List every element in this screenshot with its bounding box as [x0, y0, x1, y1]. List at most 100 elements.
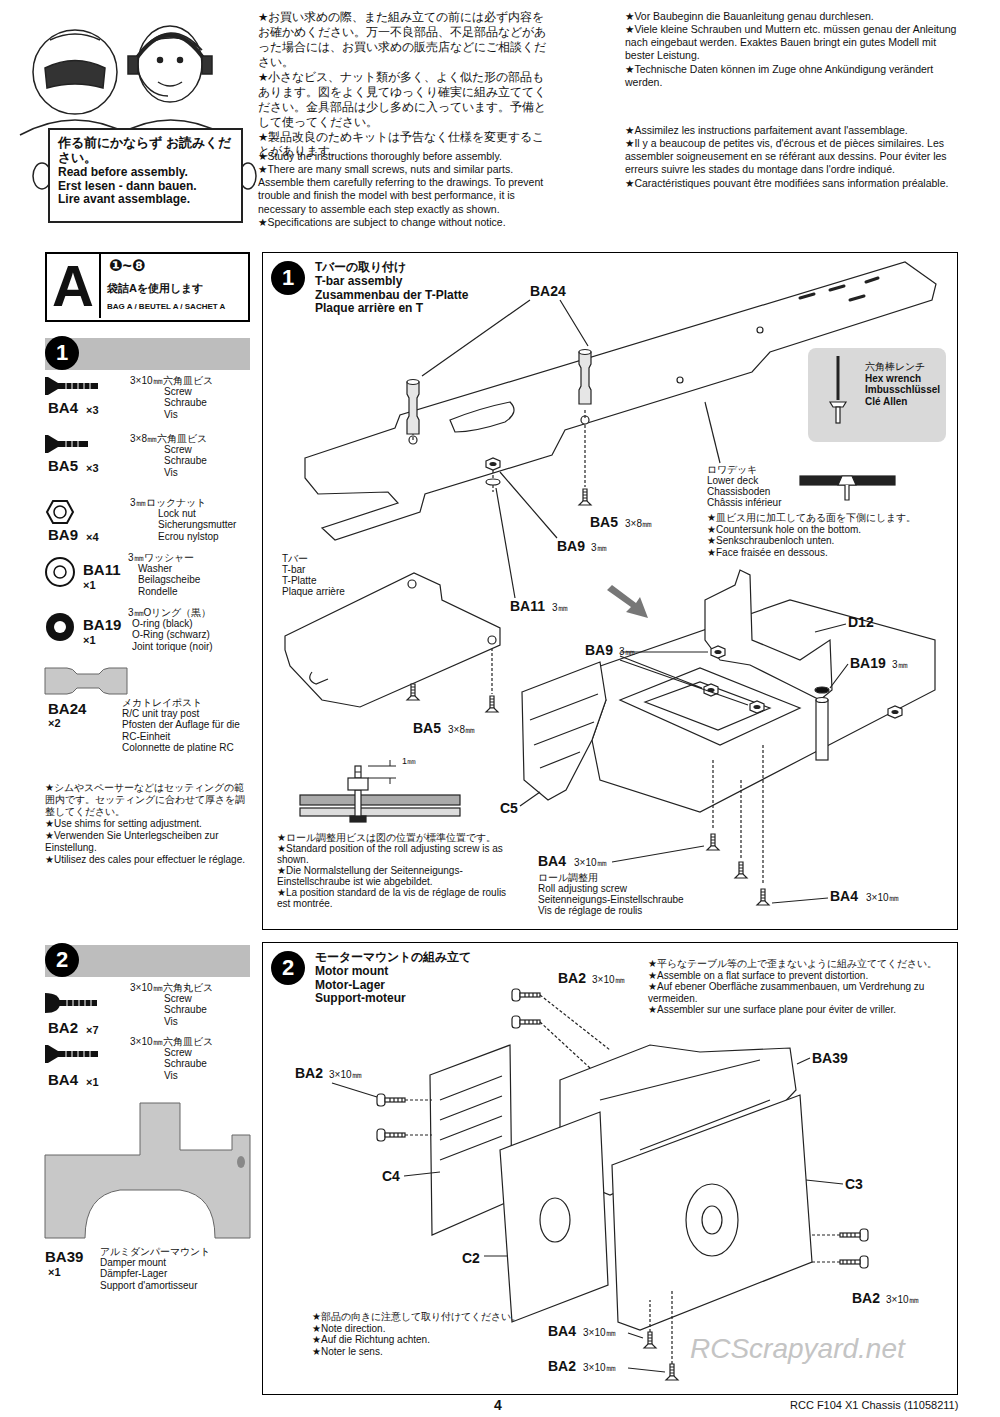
note-text: ★Standard position of the roll adjusting…	[277, 843, 519, 865]
part-icons	[237, 1156, 245, 1168]
text-column: アルミダンパーマウントDamper mountDämpfer-LagerSupp…	[100, 1246, 250, 1291]
text-column: ★Assimilez les instructions parfaitement…	[625, 124, 960, 190]
note-text: Rondelle	[138, 586, 250, 597]
notice-sign: 作る前にかならず お読みください。Read before assembly.Er…	[48, 128, 243, 223]
note-text: 3×10㎜六角皿ビス	[130, 1036, 250, 1047]
part-label: 1㎜	[402, 756, 416, 766]
text-stack: モーターマウントの組み立てMotor mountMotor-LagerSuppo…	[315, 951, 575, 1006]
text-column: 3㎜ワッシャーWasherBeilagscheibeRondelle	[128, 552, 250, 597]
part-label: 3×8㎜	[625, 518, 652, 530]
part-label: BA11	[510, 598, 545, 614]
text-column: 3×10㎜六角皿ビスScrewSchraubeVis	[130, 1036, 250, 1081]
note-text: Plaque arrière	[282, 586, 382, 597]
part-label: C2	[462, 1250, 480, 1266]
note-text: Lower deck	[707, 475, 795, 486]
step1-drawing	[645, 682, 770, 730]
step-number: 1	[271, 261, 305, 295]
text-column: 3×10㎜六角皿ビスScrewSchraubeVis	[130, 375, 250, 420]
part-label: 3×10㎜	[866, 892, 899, 904]
note-text: O-Ring (schwarz)	[132, 629, 250, 640]
step2-drawing	[430, 1045, 512, 1235]
step2-drawing	[644, 1332, 656, 1348]
note-text: ★La position standard de la vis de régla…	[277, 887, 519, 909]
step1-drawing	[350, 816, 366, 822]
step1-drawing	[705, 570, 832, 700]
part-label: ×1	[83, 634, 96, 647]
part-label: C3	[845, 1176, 863, 1192]
part-icons	[66, 383, 90, 389]
note-text: Schraube	[164, 1058, 250, 1069]
part-label: 3×10㎜	[592, 974, 625, 986]
note-text: ★平らなテーブル等の上で歪まないように組み立ててください。	[648, 958, 953, 970]
node-text: Zusammenbau der T-Platte	[315, 289, 535, 303]
note-text: 3×8㎜六角皿ビス	[130, 433, 250, 444]
part-label: BA19	[850, 655, 886, 671]
step-range: ❶~❽	[109, 257, 145, 275]
part-label: BA2	[295, 1065, 323, 1081]
step2-drawing	[686, 1184, 738, 1256]
note-text: Ecrou nylstop	[158, 531, 250, 542]
part-label: BA4	[548, 1323, 576, 1339]
step-number: 1	[45, 336, 79, 370]
step1-drawing	[800, 476, 895, 485]
step2-drawing	[500, 1112, 608, 1322]
node-text: T-bar assembly	[315, 275, 535, 289]
note-text: Vis	[164, 1070, 250, 1081]
note-text: ロワデッキ	[707, 464, 795, 475]
part-label: BA4	[48, 399, 78, 416]
part-label: BA4	[48, 1071, 78, 1088]
part-label: 3×10㎜	[583, 1327, 616, 1339]
note-text: Vis	[164, 409, 250, 420]
note-text: ★シムやスペーサーなどはセッティングの範囲内です。セッティングに合わせて厚さを調…	[45, 782, 250, 818]
part-label: BA4	[830, 888, 858, 904]
tool-inset: 六角棒レンチHex wrenchImbusschlüsselClé Allen	[809, 349, 947, 443]
cartoon	[45, 61, 105, 89]
note-text: ★Face fraisée en dessous.	[707, 547, 947, 559]
part-label: 4	[494, 1397, 502, 1413]
note-text: Schraube	[164, 397, 250, 408]
note-text: R/C unit tray post	[122, 708, 250, 719]
text-column: ロール調整用Roll adjusting screwSeitenneigungs…	[538, 872, 738, 916]
part-label: ×1	[48, 1266, 61, 1279]
part-label: ×2	[48, 717, 61, 730]
note-text: Tバー	[282, 553, 382, 564]
part-icons	[45, 435, 58, 453]
part-label: 3㎜	[552, 602, 568, 614]
note-text: ★Caractéristiques pouvant être modifiées…	[625, 177, 960, 190]
step1-drawing	[407, 380, 419, 435]
part-icons	[45, 993, 60, 1013]
part-icons	[45, 993, 97, 1013]
text-column: 3×8㎜六角皿ビスScrewSchraubeVis	[130, 433, 250, 478]
text-column: 3㎜Oリング（黒）O-ring (black)O-Ring (schwarz)J…	[128, 607, 250, 652]
note-text: ★Use shims for setting adjustment.	[45, 818, 250, 830]
note-text: ★Senkschraubenloch unten.	[707, 535, 947, 547]
step1-drawing	[300, 795, 460, 805]
step1-drawing	[707, 834, 719, 850]
note-text: ★Il y a beaucoup de petites vis, d'écrou…	[625, 137, 960, 176]
note-text: Schraube	[164, 455, 250, 466]
step1-drawing	[888, 706, 902, 718]
node-text: Erst lesen - dann bauen.	[58, 180, 238, 194]
note-text: ★Assimilez les instructions parfaitement…	[625, 124, 960, 137]
step1-drawing	[348, 778, 368, 790]
part-label: 3×10㎜	[329, 1069, 362, 1081]
part-label: BA39	[812, 1050, 848, 1066]
step1-drawing	[300, 808, 460, 816]
step1-drawing	[407, 684, 419, 700]
part-label: BA2	[548, 1358, 576, 1374]
step1-drawing	[486, 696, 498, 712]
cartoon	[128, 56, 138, 74]
part-icons	[47, 501, 73, 523]
note-text: Screw	[164, 1047, 250, 1058]
step2-drawing	[612, 1095, 812, 1330]
note-text: 3㎜Oリング（黒）	[128, 607, 250, 618]
part-label: BA5	[48, 457, 78, 474]
note-text: ★Utilisez des cales pour effectuer le ré…	[45, 854, 250, 866]
text-column: ★平らなテーブル等の上で歪まないように組み立ててください。★Assemble o…	[648, 958, 953, 1016]
note-text: ★部品の向きに注意して取り付けてください。	[312, 1311, 540, 1323]
part-icons	[45, 377, 98, 395]
step2-drawing	[332, 1083, 377, 1097]
bag-header: A❶~❽袋詰Aを使用しますBAG A / BEUTEL A / SACHET A	[45, 252, 250, 322]
part-label: ×7	[86, 1024, 99, 1037]
